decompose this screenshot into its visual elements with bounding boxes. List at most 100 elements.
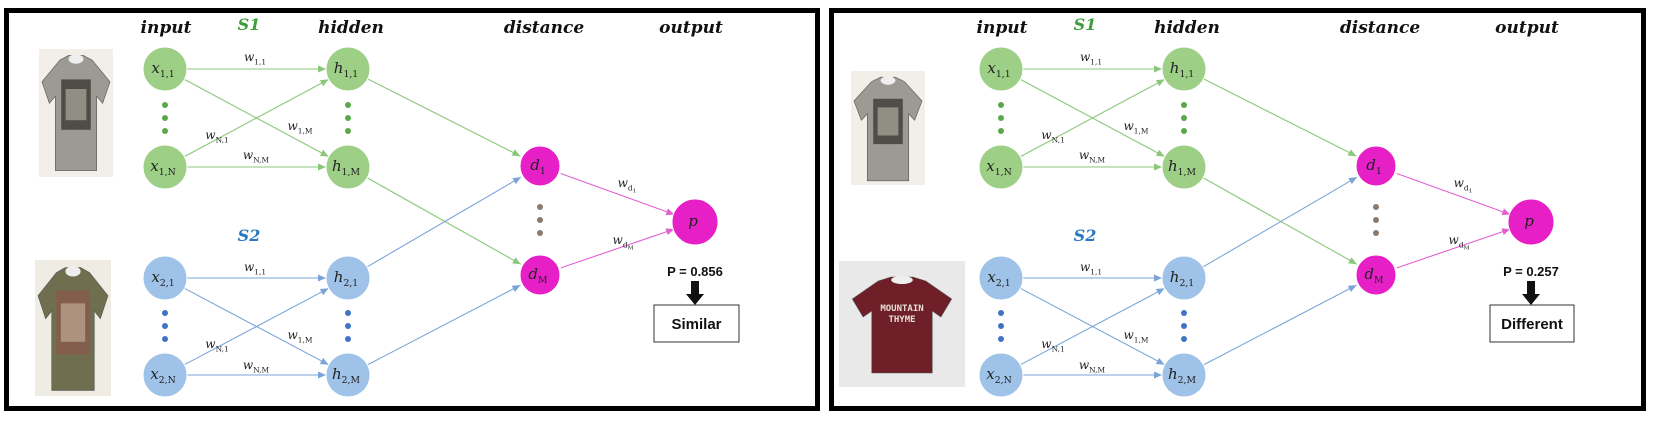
weight-bot_w1M-label-subscript: 1,M: [1134, 335, 1149, 344]
node-x2N-label-base: x: [150, 365, 159, 383]
weight-bot_wNM-label: wN,M: [1079, 358, 1106, 374]
result-arrow-shaft: [1527, 281, 1535, 295]
tshirt-body: [851, 276, 953, 374]
node-dM-label-base: d: [528, 265, 538, 283]
node-dM-label-subscript: M: [538, 275, 548, 286]
node-h2M-label-subscript: 2,M: [1178, 375, 1197, 386]
node-x21: [142, 255, 188, 301]
weight-bot_wNM-label-subscript: N,M: [1089, 365, 1105, 374]
weight-bot_w11-label-subscript: 1,1: [254, 267, 266, 276]
node-h2M-label-subscript: 2,M: [342, 375, 361, 386]
result-box: [1489, 304, 1575, 343]
edge-d1-p: [560, 172, 675, 216]
hidden2-ellipsis-dot-3: [1181, 336, 1187, 342]
weight-top_wN1-label-base: w: [205, 128, 216, 142]
distance-ellipsis-dot-2: [537, 217, 543, 223]
edge-h1M-dM: [366, 177, 522, 265]
node-dM-label: dM: [1364, 265, 1384, 286]
edge-h11-d1-arrowhead: [511, 149, 521, 157]
result-arrow-head: [686, 294, 704, 305]
output-header: output: [659, 18, 723, 38]
edge-x2N-h21-arrowhead: [1155, 288, 1165, 296]
edge-x11-h1M-arrowhead: [1155, 149, 1165, 157]
probability-value: P = 0.856: [667, 264, 723, 279]
edge-h11-d1-arrowhead: [1347, 149, 1357, 157]
edge-x1N-h1M-arrowhead: [1154, 163, 1162, 171]
edge-x11-h1M-arrowhead: [319, 149, 329, 157]
weight-top_w11-label-subscript: 1,1: [254, 57, 266, 66]
weight-bot_w11-label-base: w: [244, 260, 255, 274]
edge-dM-p: [560, 228, 675, 269]
node-dM-label: dM: [528, 265, 548, 286]
weight-bot_w1M-label: w1,M: [288, 328, 313, 344]
weight-top_w11-label-base: w: [244, 50, 255, 64]
s2-label: S2: [238, 226, 261, 245]
edge-h21-d1-arrowhead: [1348, 177, 1357, 185]
weight-bot_wN1-label-base: w: [205, 337, 216, 351]
node-h11: [1161, 46, 1207, 92]
edge-x1N-h11-arrowhead: [319, 79, 329, 87]
edge-d1-p-arrowhead: [1501, 208, 1511, 216]
weight-bot_w11-label: w1,1: [1080, 260, 1102, 276]
node-x2N-label-subscript: 2,N: [159, 375, 176, 386]
weight-bot_w1M-label: w1,M: [1124, 328, 1149, 344]
edge-h21-d1: [366, 176, 522, 268]
weight-wdM-label-subsubscript: M: [628, 246, 634, 252]
node-x11-label: x1,1: [987, 59, 1010, 80]
weight-wd1-label: wd1: [618, 176, 637, 195]
edge-x21-h21-arrowhead: [1154, 274, 1162, 282]
weight-top_wN1-label: wN,1: [205, 128, 228, 144]
node-x11-label-subscript: 1,1: [160, 69, 175, 80]
weight-bot_wNM-label-base: w: [243, 358, 254, 372]
node-h21-label: h2,1: [1170, 268, 1194, 289]
weight-wdM-label-base: w: [613, 233, 624, 247]
node-x1N-label: x1,N: [150, 157, 175, 178]
node-x2N-label: x2,N: [986, 365, 1011, 386]
node-p-label-base: p: [688, 212, 698, 230]
node-x2N-label-subscript: 2,N: [995, 375, 1012, 386]
node-d1-label-base: d: [1366, 156, 1376, 174]
weight-top_w1M-label-base: w: [1124, 119, 1135, 133]
weight-top_w1M-label: w1,M: [1124, 119, 1149, 135]
edge-x2N-h21: [184, 287, 329, 366]
hidden2-ellipsis-dot-2: [1181, 323, 1187, 329]
node-x11: [978, 46, 1024, 92]
edge-x11-h11-arrowhead: [1154, 65, 1162, 73]
node-p-label: p: [688, 212, 698, 230]
input-header: input: [141, 18, 192, 38]
weight-bot_wN1-label: wN,1: [1041, 337, 1064, 353]
edge-h1M-dM-arrowhead: [1348, 257, 1357, 265]
node-p-label-base: p: [1524, 212, 1534, 230]
edge-h11-d1: [1203, 78, 1357, 157]
weight-top_w11-label-base: w: [1080, 50, 1091, 64]
hidden1-ellipsis-dot-1: [1181, 102, 1187, 108]
node-x2N: [978, 352, 1024, 398]
edge-dM-p-arrowhead: [1501, 228, 1511, 236]
hidden1-ellipsis-dot-1: [345, 102, 351, 108]
input1-ellipsis-dot-1: [162, 102, 168, 108]
hidden2-ellipsis-dot-3: [345, 336, 351, 342]
node-h11: [325, 46, 371, 92]
edge-x21-h21-arrowhead: [318, 274, 326, 282]
input2-ellipsis-dot-2: [162, 323, 168, 329]
input2-ellipsis-dot-1: [162, 310, 168, 316]
node-x2N: [142, 352, 188, 398]
weight-top_wN1-label: wN,1: [1041, 128, 1064, 144]
result-box: [653, 304, 740, 343]
weight-wd1-label-subsubscript: 1: [633, 189, 637, 195]
node-h2M: [1161, 352, 1207, 398]
result-label: Similar: [671, 316, 721, 333]
node-x1N-label-subscript: 1,N: [159, 167, 176, 178]
node-h21: [1161, 255, 1207, 301]
hidden-header: hidden: [318, 18, 384, 38]
node-p: [671, 198, 719, 246]
edge-x1N-h11: [1020, 78, 1165, 158]
node-h21-label-subscript: 2,1: [343, 278, 358, 289]
node-x1N-label: x1,N: [986, 157, 1011, 178]
output-header: output: [1495, 18, 1559, 38]
weight-top_wN1-label-subscript: N,1: [216, 135, 229, 144]
node-x21-label: x2,1: [151, 268, 174, 289]
node-dM: [519, 254, 561, 296]
node-x2N-label-base: x: [986, 365, 995, 383]
